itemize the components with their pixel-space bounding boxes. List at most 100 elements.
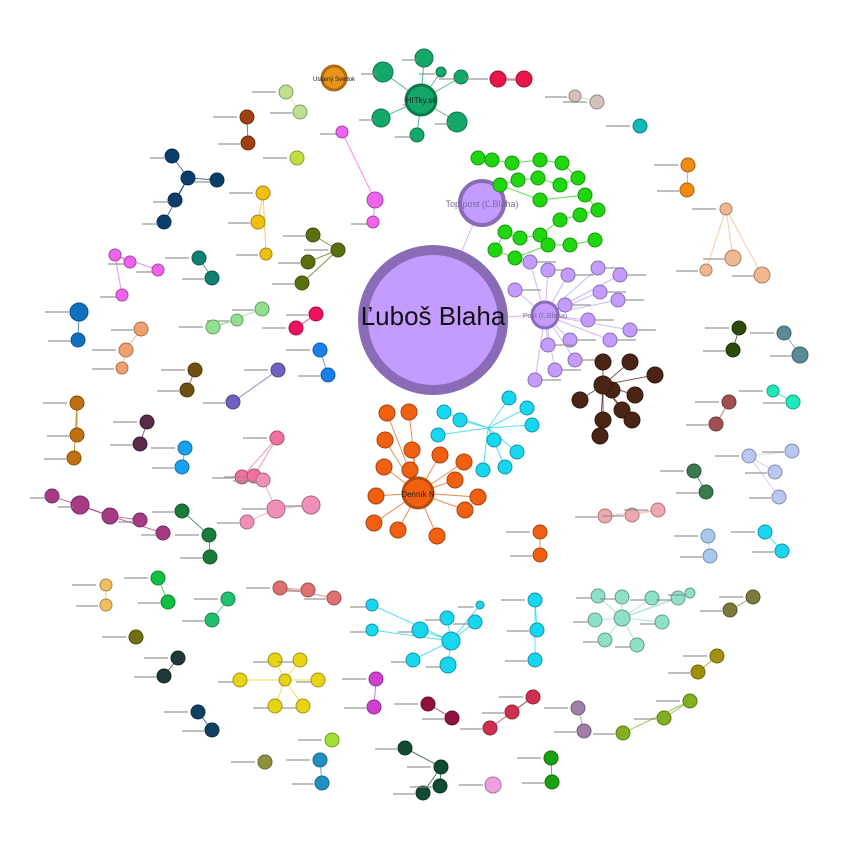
small-cluster-node[interactable] [791,346,809,364]
small-cluster-node[interactable] [767,464,783,480]
navy-cluster-node[interactable] [209,172,225,188]
brown-cluster-node[interactable] [594,353,612,371]
small-cluster-node[interactable] [698,484,714,500]
small-cluster-hub[interactable] [709,648,725,664]
small-cluster-hub[interactable] [741,448,757,464]
small-cluster-hub[interactable] [324,732,340,748]
small-cluster-node[interactable] [250,214,266,230]
dennik-cluster-node[interactable] [389,521,407,539]
cyan-lower-cluster-node[interactable] [439,656,457,674]
green-cluster-node[interactable] [492,177,508,193]
dennik-cluster-node[interactable] [365,514,383,532]
cyan-lower-cluster-hub[interactable] [441,631,461,651]
pink-cluster-hub[interactable] [108,248,122,262]
small-cluster-hub[interactable] [255,185,271,201]
mint-cluster-node[interactable] [587,612,603,628]
post-cluster-node[interactable] [610,292,626,308]
mint-cluster-node[interactable] [629,637,645,653]
small-cluster-hub[interactable] [420,696,436,712]
small-cluster-hub[interactable] [719,202,733,216]
dennik-cluster-node[interactable] [403,441,421,459]
small-cluster-node[interactable] [255,472,271,488]
dennik-cluster-node[interactable] [401,461,419,479]
small-cluster-hub[interactable] [570,700,586,716]
small-cluster-hub[interactable] [721,394,737,410]
post-cluster-node[interactable] [567,352,583,368]
small-cluster-node[interactable] [202,549,218,565]
dennik-cluster-node[interactable] [376,431,394,449]
small-cluster-hub[interactable] [278,84,294,100]
small-cluster-node[interactable] [708,416,724,432]
dennik-cluster-node[interactable] [455,453,473,471]
small-cluster-node[interactable] [99,598,113,612]
central-node[interactable] [358,245,508,395]
small-cluster-node[interactable] [679,182,695,198]
cyan-lower-cluster-node[interactable] [405,652,421,668]
small-cluster-node[interactable] [254,301,270,317]
cyan-cluster-node[interactable] [436,404,452,420]
post-cluster-node[interactable] [540,262,556,278]
small-cluster-hub[interactable] [220,591,236,607]
pink-cluster-node[interactable] [115,288,129,302]
brown-cluster-node[interactable] [626,386,644,404]
small-cluster-node[interactable] [69,427,85,443]
small-cluster-node[interactable] [444,710,460,726]
hitky-cluster-node[interactable] [371,108,391,128]
small-cluster-node[interactable] [294,275,310,291]
green-cluster-node[interactable] [510,172,526,188]
small-cluster-node[interactable] [529,622,545,638]
green-cluster-node[interactable] [540,237,556,253]
green-cluster-node[interactable] [504,155,520,171]
green-cluster-node[interactable] [590,202,606,218]
small-cluster-node[interactable] [174,459,190,475]
magenta-cluster-node[interactable] [132,512,148,528]
post-hub-node[interactable] [530,300,560,330]
green-cluster-node[interactable] [484,152,500,168]
small-cluster-node[interactable] [415,785,431,801]
brown-hub-node[interactable] [593,375,613,395]
small-cluster-node[interactable] [785,394,801,410]
small-cluster-hub[interactable] [543,750,559,766]
cyan-cluster-node[interactable] [430,427,446,443]
magenta-cluster-node[interactable] [155,525,171,541]
small-cluster-node[interactable] [753,266,771,284]
small-cluster-hub[interactable] [682,693,698,709]
mint-cluster-node[interactable] [614,589,630,605]
small-cluster-node[interactable] [615,725,631,741]
mint-cluster-node[interactable] [597,632,613,648]
small-cluster-hub[interactable] [257,754,273,770]
small-cluster-node[interactable] [70,332,86,348]
small-cluster-hub[interactable] [177,440,193,456]
small-cluster-node[interactable] [132,436,148,452]
small-cluster-hub[interactable] [532,524,548,540]
cyan-cluster-node[interactable] [509,444,525,460]
small-cluster-hub[interactable] [650,502,666,518]
yellow-cluster-hub[interactable] [278,673,292,687]
hitky-cluster-node[interactable] [409,127,425,143]
small-cluster-node[interactable] [292,104,308,120]
pink2-cluster-hub[interactable] [366,191,384,209]
small-cluster-node[interactable] [527,652,543,668]
small-cluster-node[interactable] [771,489,787,505]
green-cluster-node[interactable] [572,207,588,223]
small-cluster-hub[interactable] [150,570,166,586]
cyan-lower-cluster-node[interactable] [467,614,483,630]
small-cluster-node[interactable] [204,612,220,628]
dennik-cluster-node[interactable] [375,458,393,476]
green-cluster-node[interactable] [532,227,548,243]
small-cluster-hub[interactable] [99,578,113,592]
small-cluster-hub[interactable] [187,362,203,378]
brown-cluster-node[interactable] [594,411,612,429]
post-cluster-node[interactable] [592,284,608,300]
toppost-hub-node[interactable] [458,179,506,227]
dennik-hub-node[interactable] [401,476,435,510]
yellow-cluster-node[interactable] [267,698,283,714]
small-cluster-node[interactable] [532,547,548,563]
small-cluster-hub[interactable] [272,580,288,596]
small-cluster-node[interactable] [239,514,255,530]
small-cluster-hub[interactable] [289,150,305,166]
green-cluster-node[interactable] [552,212,568,228]
dennik-cluster-node[interactable] [400,403,418,421]
cyan-lower-cluster-node[interactable] [439,610,455,626]
cyan-lower-cluster-node[interactable] [365,598,379,612]
